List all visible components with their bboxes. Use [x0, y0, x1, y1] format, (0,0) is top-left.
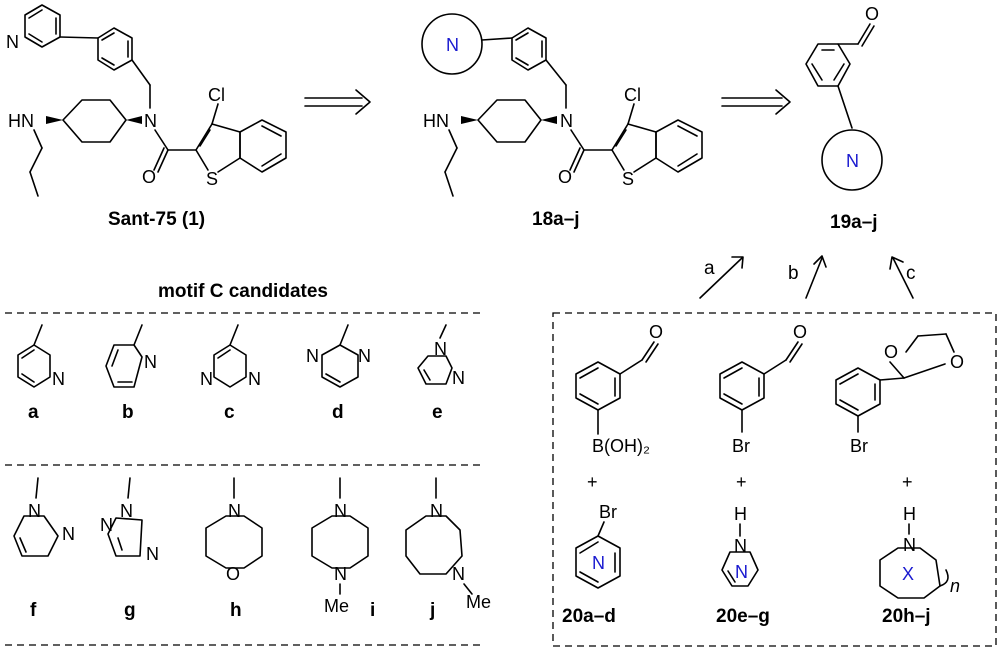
candidate-j-me: Me	[466, 592, 491, 612]
azole-ring-n: N	[735, 562, 748, 582]
candidate-i-structure: N N Me i	[311, 477, 375, 621]
sant75-pyridine-n: N	[6, 32, 19, 52]
intermediate-hn: HN	[423, 111, 449, 131]
dioxolane-o1: O	[884, 342, 898, 362]
candidate-e-structure: N N e	[417, 324, 465, 423]
candidates-title: motif C candidates	[158, 281, 328, 302]
sant75-amide-n: N	[144, 111, 157, 131]
candidate-d-n1: N	[306, 346, 319, 366]
candidate-f-label: f	[30, 600, 37, 621]
candidate-j-label: j	[429, 600, 435, 621]
boronic-acid-structure: O B(OH)₂ + Br N 20a–d	[562, 322, 663, 627]
route-label-b: b	[788, 263, 799, 284]
bromobenzaldehyde-br: Br	[732, 436, 750, 456]
candidate-b-structure: N b	[105, 324, 157, 423]
route-arrows: a b c	[699, 255, 916, 299]
candidate-f-n2: N	[62, 524, 75, 544]
candidate-i-n1: N	[334, 501, 347, 521]
candidate-i-n4: N	[334, 564, 347, 584]
candidate-a-n: N	[52, 369, 65, 389]
intermediate-structure: N N HN O S Cl 18a–j	[421, 13, 703, 230]
intermediate-amide-n: N	[560, 111, 573, 131]
candidate-d-label: d	[332, 402, 344, 423]
candidate-h-o: O	[226, 564, 240, 584]
candidate-i-label: i	[370, 600, 375, 621]
amine-label: 20h–j	[882, 606, 931, 627]
candidate-g-n1: N	[120, 501, 133, 521]
candidate-c-structure: N N c	[200, 324, 261, 423]
intermediate-label: 18a–j	[532, 209, 580, 230]
candidate-g-n4: N	[146, 544, 159, 564]
candidate-j-n1: N	[430, 501, 443, 521]
amine-ring-x: X	[902, 564, 914, 584]
intermediate-carbonyl-o: O	[558, 167, 572, 187]
candidate-h-structure: N O h	[205, 477, 263, 621]
candidate-d-n2: N	[358, 346, 371, 366]
aldehyde-structure: O N 19a–j	[805, 4, 883, 233]
boronic-acid-b: B(OH)₂	[592, 436, 650, 456]
route-label-c: c	[906, 263, 916, 284]
candidate-h-label: h	[230, 600, 242, 621]
plus-c: +	[902, 472, 913, 492]
sant75-cl: Cl	[208, 85, 225, 105]
sant75-structure: N N HN O S Cl Sant-75 (1)	[6, 4, 287, 230]
candidate-g-label: g	[124, 600, 136, 621]
bromoarene-ring-n: N	[592, 553, 605, 573]
candidate-f-structure: N N f	[13, 477, 75, 621]
candidate-c-n1: N	[200, 369, 213, 389]
candidate-i-me: Me	[324, 596, 349, 616]
bromoarene-br: Br	[599, 502, 617, 522]
bromobenzaldehyde-structure: O Br + H N N 20e–g	[716, 322, 807, 627]
sant75-carbonyl-o: O	[142, 167, 156, 187]
candidate-b-n: N	[144, 352, 157, 372]
candidate-d-structure: N N d	[306, 324, 371, 423]
amine-h: H	[903, 504, 916, 524]
dioxolane-o2: O	[950, 352, 964, 372]
aldehyde-o: O	[865, 4, 879, 24]
intermediate-cl: Cl	[624, 85, 641, 105]
candidate-g-n2: N	[100, 515, 113, 535]
candidate-e-n3: N	[452, 368, 465, 388]
candidate-e-label: e	[432, 402, 443, 423]
het-aryl-label: 20a–d	[562, 606, 616, 627]
candidate-b-label: b	[122, 402, 134, 423]
azole-label: 20e–g	[716, 606, 770, 627]
plus-a: +	[587, 472, 598, 492]
route-label-a: a	[704, 258, 715, 279]
candidate-f-n1: N	[28, 501, 41, 521]
azole-h: H	[734, 504, 747, 524]
amine-n: N	[903, 535, 916, 555]
azole-n1: N	[734, 536, 747, 556]
intermediate-s: S	[622, 169, 634, 189]
amine-n-index: n	[950, 576, 960, 596]
plus-b: +	[736, 472, 747, 492]
candidate-h-n: N	[228, 501, 241, 521]
boronic-acid-o: O	[649, 322, 663, 342]
candidate-c-label: c	[224, 402, 235, 423]
candidate-g-structure: N N N g	[100, 477, 159, 621]
sant75-s: S	[206, 169, 218, 189]
aldehyde-ring-n: N	[846, 151, 859, 171]
sant75-label: Sant-75 (1)	[108, 209, 205, 230]
dioxolane-br: Br	[850, 436, 868, 456]
building-blocks-box	[552, 312, 997, 647]
candidate-a-label: a	[28, 402, 39, 423]
retrosynthesis-arrow-1	[304, 89, 371, 115]
candidate-j-structure: N N Me j	[405, 477, 491, 621]
candidate-a-structure: N a	[17, 324, 65, 423]
candidate-c-n2: N	[248, 369, 261, 389]
dioxolane-structure: O O Br + H N X n 20h–j	[835, 333, 964, 627]
bromobenzaldehyde-o: O	[793, 322, 807, 342]
retrosynthesis-arrow-2	[721, 89, 791, 115]
candidate-e-n1: N	[434, 339, 447, 359]
intermediate-ring-n: N	[446, 35, 459, 55]
aldehyde-label: 19a–j	[830, 212, 878, 233]
candidate-j-n4: N	[452, 564, 465, 584]
sant75-hn: HN	[8, 111, 34, 131]
